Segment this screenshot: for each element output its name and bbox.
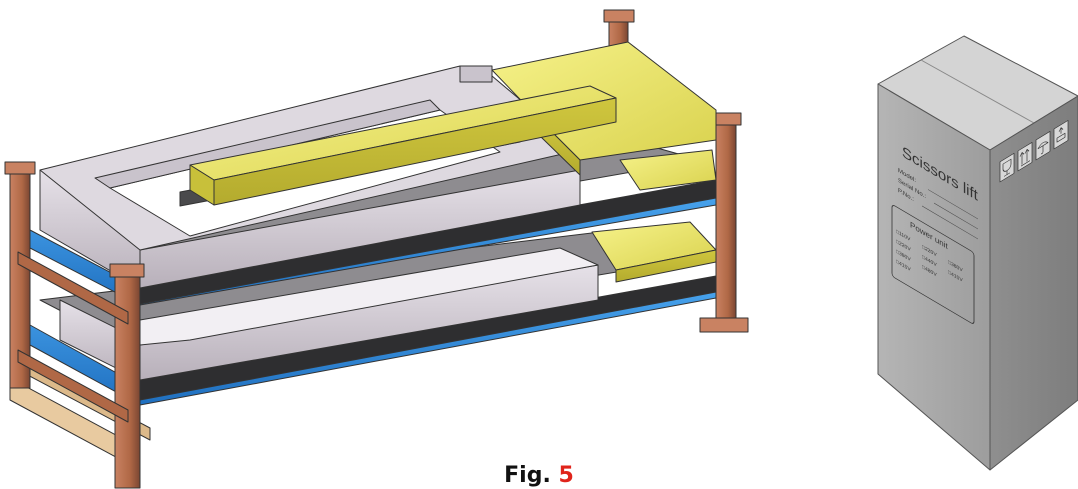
upper-tray-bracket xyxy=(459,65,493,83)
figure-caption-number: 5 xyxy=(558,463,574,488)
fragile-icon xyxy=(999,152,1015,183)
front-brace xyxy=(17,349,129,423)
figure-caption-label: Fig. xyxy=(504,463,551,488)
box-side xyxy=(989,95,1078,471)
figure-caption: Fig. 5 xyxy=(0,462,1078,489)
this-way-up-icon xyxy=(1017,141,1033,172)
shipping-box: Scissors lift Model: Serial No.: P.No.: … xyxy=(877,35,1078,471)
post-cap xyxy=(4,161,36,175)
upper-tray-cross-bar xyxy=(94,99,441,189)
top-foam-plank-end xyxy=(189,164,215,206)
rack-assembly xyxy=(4,9,749,489)
power-unit-panel xyxy=(891,205,975,324)
front-brace xyxy=(17,251,129,325)
keep-dry-icon xyxy=(1035,130,1051,161)
front-post-right xyxy=(114,269,141,489)
rear-foot xyxy=(699,317,749,333)
upper-foam-small xyxy=(619,149,717,191)
lower-yellow-foam-side xyxy=(615,249,717,283)
box-tape-line xyxy=(920,59,1035,124)
rear-post-right xyxy=(715,117,737,331)
post-cap xyxy=(603,9,635,23)
stacking-limit-icon xyxy=(1053,120,1069,150)
post-cap xyxy=(109,263,145,278)
box-front xyxy=(877,83,991,471)
